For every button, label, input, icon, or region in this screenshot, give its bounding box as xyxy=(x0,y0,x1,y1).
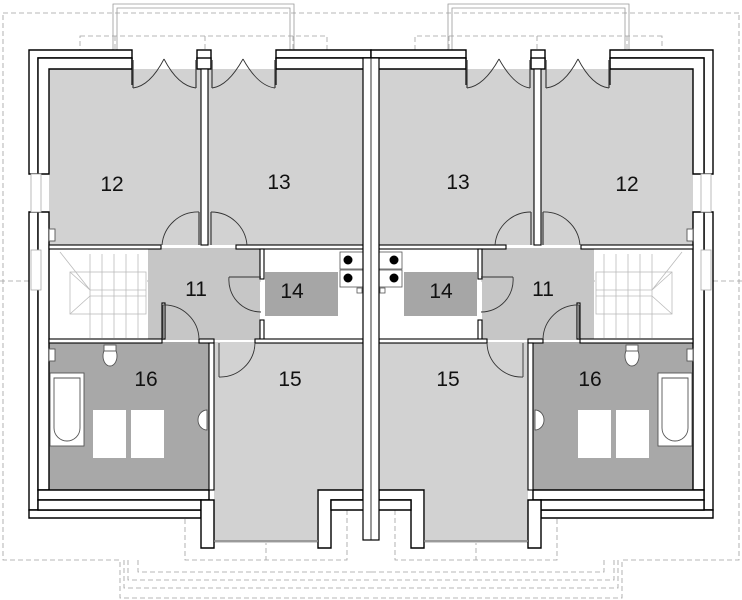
room-14-label-right: 14 xyxy=(429,280,453,303)
room-11-label-right: 11 xyxy=(532,278,554,301)
room-13-label: 13 xyxy=(267,171,291,194)
room-15-label: 15 xyxy=(278,368,302,391)
room-12-label-right: 12 xyxy=(615,173,639,196)
room-14-label: 14 xyxy=(280,280,304,303)
room-13-label-right: 13 xyxy=(446,171,470,194)
room-16-label: 16 xyxy=(134,368,158,391)
unit-right xyxy=(370,3,742,599)
room-15-label-right: 15 xyxy=(436,368,460,391)
room-16-label-right: 16 xyxy=(578,368,602,391)
room-12-label: 12 xyxy=(100,173,124,196)
room-11-label: 11 xyxy=(185,278,207,301)
